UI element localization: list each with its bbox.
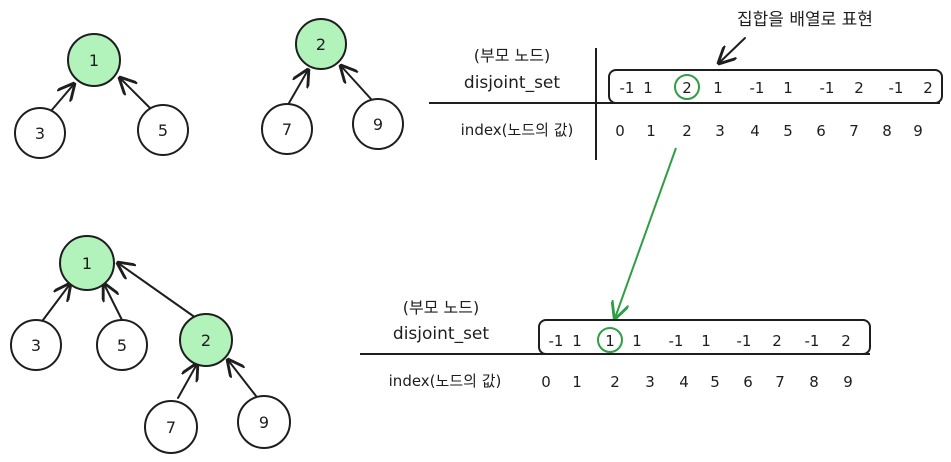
array-top-value-6: -1 [820, 79, 835, 97]
array-top-value-box [608, 69, 943, 104]
array-bottom-index-label: index(노드의 값) [389, 372, 502, 390]
array-bottom-index-0: 0 [541, 373, 551, 391]
array-top-value-4: -1 [750, 79, 765, 97]
tree3-child-label-5: 5 [117, 336, 127, 355]
array-top-index-4: 4 [750, 122, 760, 140]
array-top-highlight-circle [674, 74, 700, 100]
tree3-child-node-2 [179, 313, 233, 367]
edge-9-to-2-merged [228, 360, 257, 397]
tree3-grandchild-node-9 [237, 395, 291, 449]
tree3-child-label-2: 2 [201, 331, 211, 350]
tree2-child-node-7 [261, 103, 313, 155]
array-top-value-3: 1 [713, 79, 723, 97]
array-top-index-label: index(노드의 값) [461, 121, 574, 139]
tree-1: 1 3 5 [14, 33, 189, 159]
array-bottom-index-2: 2 [610, 373, 620, 391]
array-bottom-indices: 0 1 2 3 4 5 6 7 8 9 [541, 373, 853, 391]
array-top-index-5: 5 [783, 122, 793, 140]
tree3-child-node-3 [10, 319, 62, 371]
array-bottom-value-7: 2 [772, 332, 782, 350]
tree3-grandchild-label-7: 7 [166, 418, 176, 437]
tree1-child-label-3: 3 [35, 124, 45, 143]
tree1-child-node-3 [14, 107, 66, 159]
array-bottom-value-9: 2 [841, 332, 851, 350]
tree1-child-label-5: 5 [158, 121, 168, 140]
edge-2-to-1-merged [118, 263, 197, 319]
tree2-child-label-9: 9 [373, 115, 383, 134]
array-bottom-index-4: 4 [679, 373, 689, 391]
array-top-index-6: 6 [816, 122, 826, 140]
array-top-index-8: 8 [882, 122, 892, 140]
array-top-value-1: 1 [643, 79, 653, 97]
tree-3: 1 3 5 2 7 9 [10, 235, 291, 454]
tree2-root-label: 2 [316, 35, 326, 54]
edge-7-to-2 [288, 70, 308, 104]
array-bottom-value-0: -1 [549, 332, 564, 350]
array-bottom-value-8: -1 [805, 332, 820, 350]
tree2-root-node [295, 18, 347, 70]
array-bottom-index-7: 7 [775, 373, 785, 391]
tree-2: 2 7 9 [261, 18, 404, 155]
array-bottom-index-3: 3 [645, 373, 655, 391]
array-bottom-highlight-circle [597, 327, 623, 353]
edge-7-to-2-merged [177, 364, 197, 399]
array-top-value-9: 2 [923, 79, 933, 97]
tree2-child-node-9 [352, 98, 404, 150]
tree2-child-label-7: 7 [282, 120, 292, 139]
array-top-value-0: -1 [620, 79, 635, 97]
array-top-values: -1 1 2 1 -1 1 -1 2 -1 2 [620, 79, 933, 97]
array-bottom-index-8: 8 [809, 373, 819, 391]
array-top-label: disjoint_set [464, 73, 560, 93]
array-top-value-8: -1 [889, 79, 904, 97]
array-bottom-index-1: 1 [572, 373, 582, 391]
tree3-grandchild-label-9: 9 [259, 413, 269, 432]
array-top-index-7: 7 [849, 122, 859, 140]
array-top-value-2: 2 [682, 79, 692, 97]
array-bottom-value-5: 1 [701, 332, 711, 350]
array-bottom-value-3: 1 [632, 332, 642, 350]
tree3-root-node [59, 235, 115, 291]
array-top-value-7: 2 [854, 79, 864, 97]
tree1-child-node-5 [137, 104, 189, 156]
edge-5-to-1-merged [104, 284, 123, 321]
edge-3-to-1-merged [39, 284, 70, 325]
array-bottom-index-5: 5 [710, 373, 720, 391]
array-bottom-value-1: 1 [572, 332, 582, 350]
array-top-value-5: 1 [783, 79, 793, 97]
tree3-child-node-5 [96, 319, 148, 371]
array-top-index-1: 1 [646, 122, 656, 140]
tree3-root-label: 1 [82, 254, 92, 273]
tree1-root-node [67, 33, 121, 87]
array-bottom-value-2: 1 [605, 332, 615, 350]
array-bottom-index-9: 9 [843, 373, 853, 391]
array-top-index-3: 3 [715, 122, 725, 140]
array-top-indices: 0 1 2 3 4 5 6 7 8 9 [615, 122, 923, 140]
array-top-index-0: 0 [615, 122, 625, 140]
array-bottom-value-box [538, 319, 871, 355]
tree1-root-label: 1 [89, 51, 99, 70]
array-top-index-9: 9 [913, 122, 923, 140]
diagram-title: 집합을 배열로 표현 [737, 10, 873, 30]
update-arrow [615, 147, 677, 318]
tree3-grandchild-node-7 [144, 400, 198, 454]
array-top-index-2: 2 [682, 122, 692, 140]
edge-9-to-2 [341, 66, 372, 100]
array-bottom-index-6: 6 [743, 373, 753, 391]
title-pointer-arrow [719, 37, 746, 63]
array-top-korean-label: (부모 노드) [474, 46, 550, 65]
array-bottom-value-6: -1 [737, 332, 752, 350]
array-bottom-label: disjoint_set [393, 324, 489, 344]
tree3-child-label-3: 3 [31, 336, 41, 355]
array-bottom-korean-label: (부모 노드) [403, 298, 479, 317]
array-bottom-value-4: -1 [669, 332, 684, 350]
